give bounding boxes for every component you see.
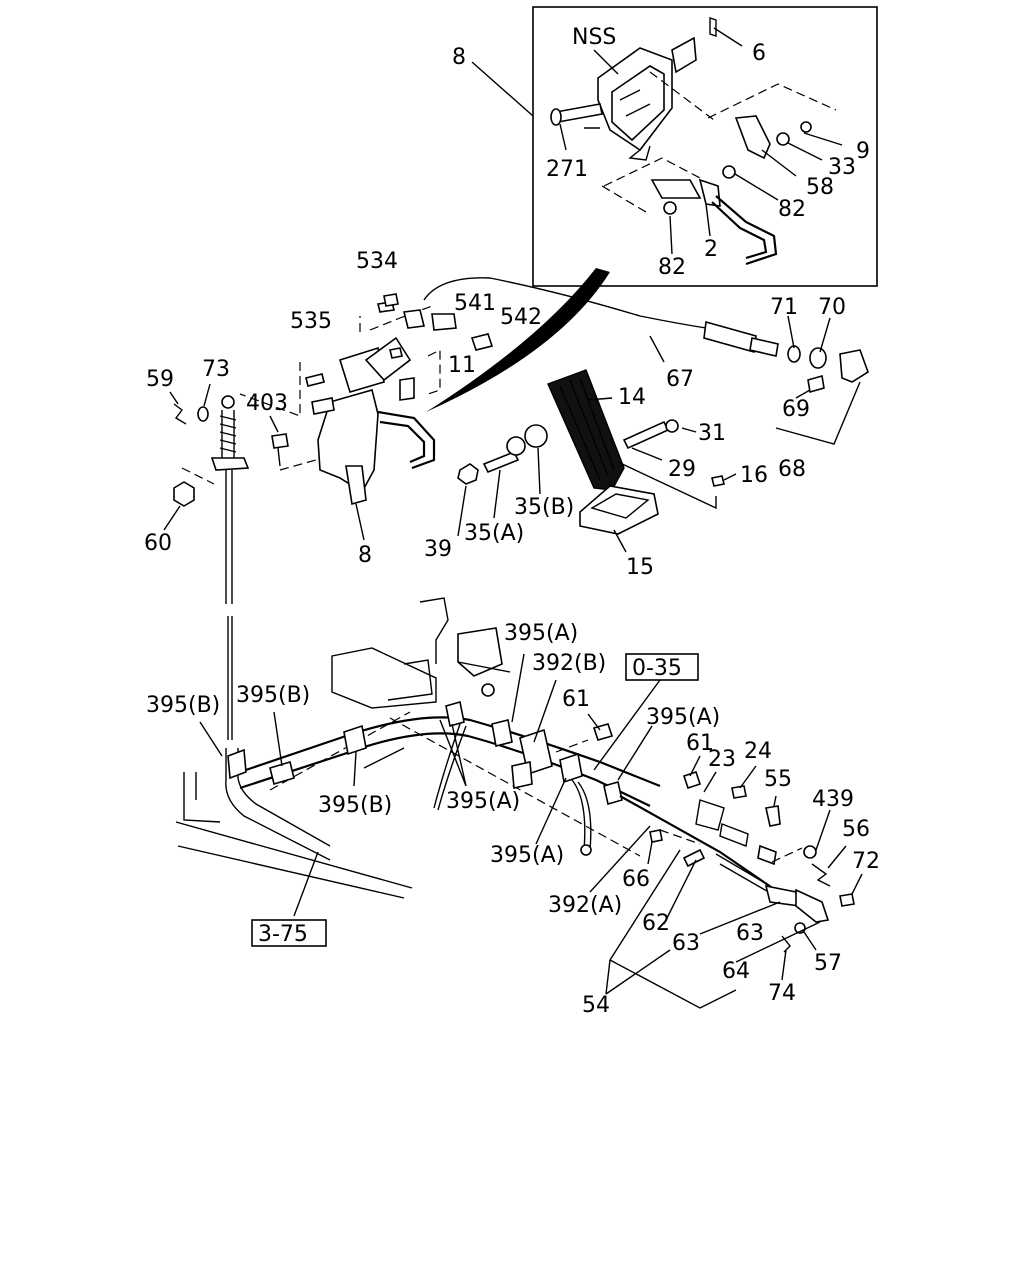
label-59: 59 [146,367,174,392]
label-33: 33 [828,155,856,180]
accelerator-cable [423,277,721,331]
label-54: 54 [582,993,610,1018]
label-73: 73 [202,357,230,382]
label-271: 271 [546,157,588,182]
label-15: 15 [626,555,654,580]
label-68: 68 [778,457,806,482]
label-57: 57 [814,951,842,976]
label-9: 9 [856,139,870,164]
label-16: 16 [740,463,768,488]
label-56: 56 [842,817,870,842]
label-395a: 395(A) [504,621,578,646]
reference-box-0-35: 0-35 [625,653,699,681]
label-55: 55 [764,767,792,792]
label-395a: 395(A) [446,789,520,814]
label-395a: 395(A) [490,843,564,868]
label-8: 8 [358,543,372,568]
label-72: 72 [852,849,880,874]
label-392b: 392(B) [532,651,606,676]
label-71: 71 [770,295,798,320]
label-31: 31 [698,421,726,446]
reference-label: 3-75 [258,922,308,947]
label-24: 24 [744,739,772,764]
label-392a: 392(A) [548,893,622,918]
label-74: 74 [768,981,796,1006]
label-35a: 35(A) [464,521,524,546]
label-395b: 395(B) [236,683,310,708]
detail-callout-wedge [426,268,610,412]
label-61: 61 [686,731,714,756]
label-58: 58 [806,175,834,200]
inset-detail [532,6,878,287]
label-541: 541 [454,291,496,316]
label-39: 39 [424,537,452,562]
label-439: 439 [812,787,854,812]
label-61: 61 [562,687,590,712]
label-14: 14 [618,385,646,410]
label-2: 2 [704,237,718,262]
reference-box-3-75: 3-75 [251,919,327,947]
label-35b: 35(B) [514,495,574,520]
label-395a: 395(A) [646,705,720,730]
label-nss: NSS [572,25,616,50]
label-64: 64 [722,959,750,984]
label-535: 535 [290,309,332,334]
label-70: 70 [818,295,846,320]
hand-brake-rod [210,395,250,740]
label-542: 542 [500,305,542,330]
label-29: 29 [668,457,696,482]
label-82: 82 [778,197,806,222]
label-403: 403 [246,391,288,416]
label-69: 69 [782,397,810,422]
reference-label: 0-35 [632,656,682,681]
accelerator-pedal [547,369,659,535]
cable-assembly [175,597,855,953]
callout-labels: 8 NSS 6 271 9 33 58 82 82 2 534 541 542 … [144,25,880,1018]
label-62: 62 [642,911,670,936]
label-395b: 395(B) [146,693,220,718]
label-66: 66 [622,867,650,892]
label-6: 6 [752,41,766,66]
label-8: 8 [452,45,466,70]
label-63: 63 [736,921,764,946]
label-534: 534 [356,249,398,274]
label-11: 11 [448,353,476,378]
label-60: 60 [144,531,172,556]
pedal-bracket-assembly [239,293,494,506]
label-82: 82 [658,255,686,280]
label-67: 67 [666,367,694,392]
label-63: 63 [672,931,700,956]
label-23: 23 [708,747,736,772]
label-395b: 395(B) [318,793,392,818]
